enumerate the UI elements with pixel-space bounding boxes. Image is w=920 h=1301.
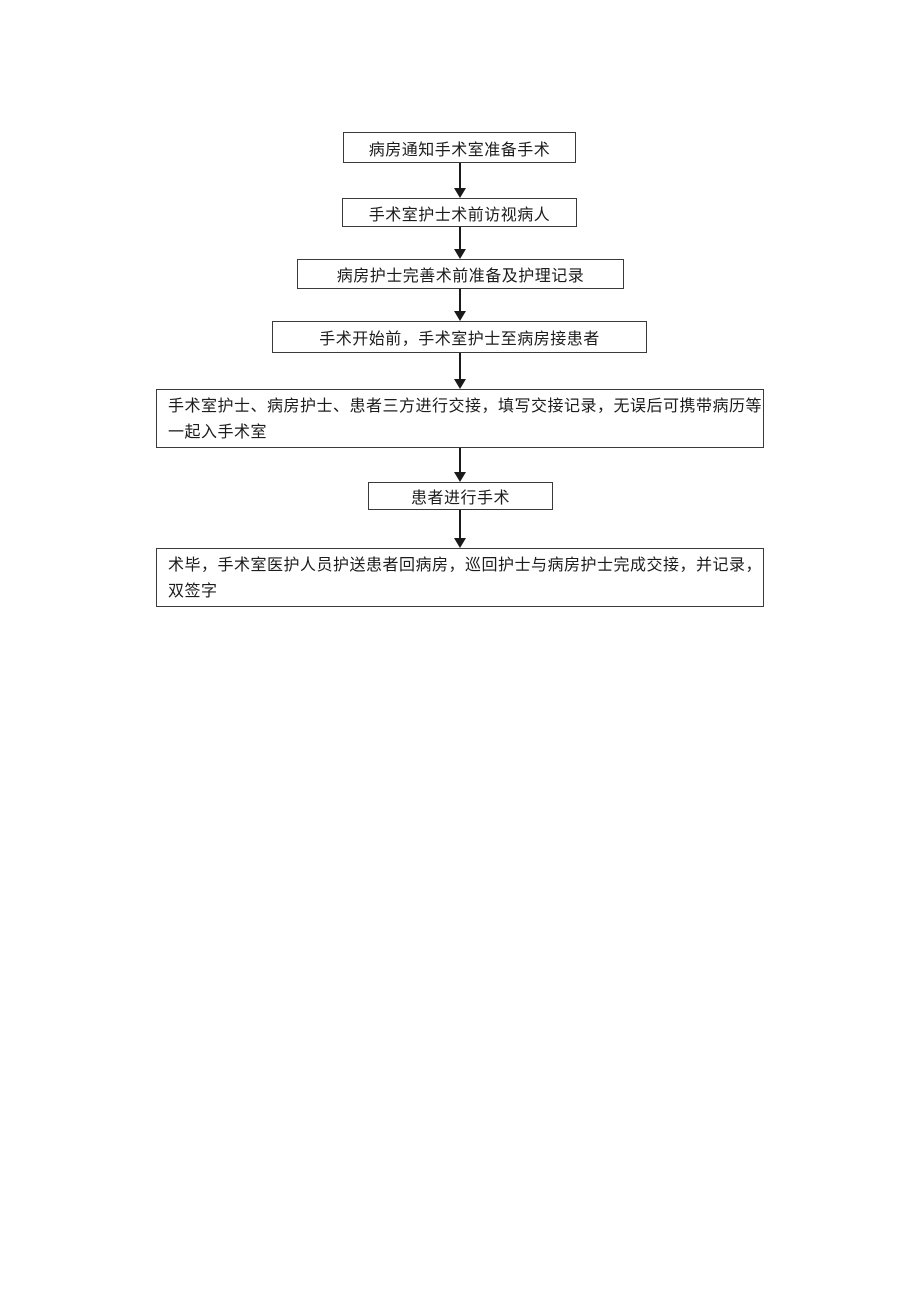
arrow-head-icon	[454, 188, 466, 198]
flow-node-return-to-ward: 术毕，手术室医护人员护送患者回病房，巡回护士与病房护士完成交接，并记录， 双签字	[156, 548, 764, 607]
flow-node-three-way-handover: 手术室护士、病房护士、患者三方进行交接，填写交接记录，无误后可携带病历等 一起入…	[156, 389, 764, 448]
flow-arrow-5	[454, 448, 466, 482]
arrow-shaft	[459, 510, 461, 541]
arrow-shaft	[459, 448, 461, 475]
flow-node-label-line2: 一起入手术室	[168, 424, 268, 441]
flow-node-label: 病房通知手术室准备手术	[368, 141, 551, 159]
arrow-shaft	[459, 227, 461, 252]
arrow-shaft	[459, 163, 461, 191]
flow-arrow-2	[454, 227, 466, 259]
flow-node-label: 患者进行手术	[410, 490, 510, 507]
flow-arrow-3	[454, 289, 466, 321]
flow-node-label: 手术室护士术前访视病人	[368, 206, 551, 224]
flow-node-pickup-patient: 手术开始前，手术室护士至病房接患者	[272, 321, 647, 353]
flow-arrow-4	[454, 353, 466, 389]
arrow-shaft	[459, 289, 461, 314]
arrow-shaft	[459, 353, 461, 382]
arrow-head-icon	[454, 249, 466, 259]
flow-node-preop-prep-and-records: 病房护士完善术前准备及护理记录	[297, 259, 624, 289]
flow-node-ward-notifies-operating-room: 病房通知手术室准备手术	[343, 132, 576, 163]
flow-node-surgery: 患者进行手术	[368, 482, 553, 510]
flow-arrow-6	[454, 510, 466, 548]
flow-node-preop-visit: 手术室护士术前访视病人	[342, 198, 577, 227]
arrow-head-icon	[454, 379, 466, 389]
arrow-head-icon	[454, 472, 466, 482]
arrow-head-icon	[454, 311, 466, 321]
flow-arrow-1	[454, 163, 466, 198]
flow-node-label-line2: 双签字	[168, 583, 218, 600]
flow-node-label-line1: 术毕，手术室医护人员护送患者回病房，巡回护士与病房护士完成交接，并记录，	[168, 557, 763, 574]
flow-node-label-line1: 手术室护士、病房护士、患者三方进行交接，填写交接记录，无误后可携带病历等	[168, 398, 763, 415]
arrow-head-icon	[454, 538, 466, 548]
flow-node-label: 手术开始前，手术室护士至病房接患者	[319, 331, 600, 348]
flow-node-label: 病房护士完善术前准备及护理记录	[336, 268, 585, 285]
